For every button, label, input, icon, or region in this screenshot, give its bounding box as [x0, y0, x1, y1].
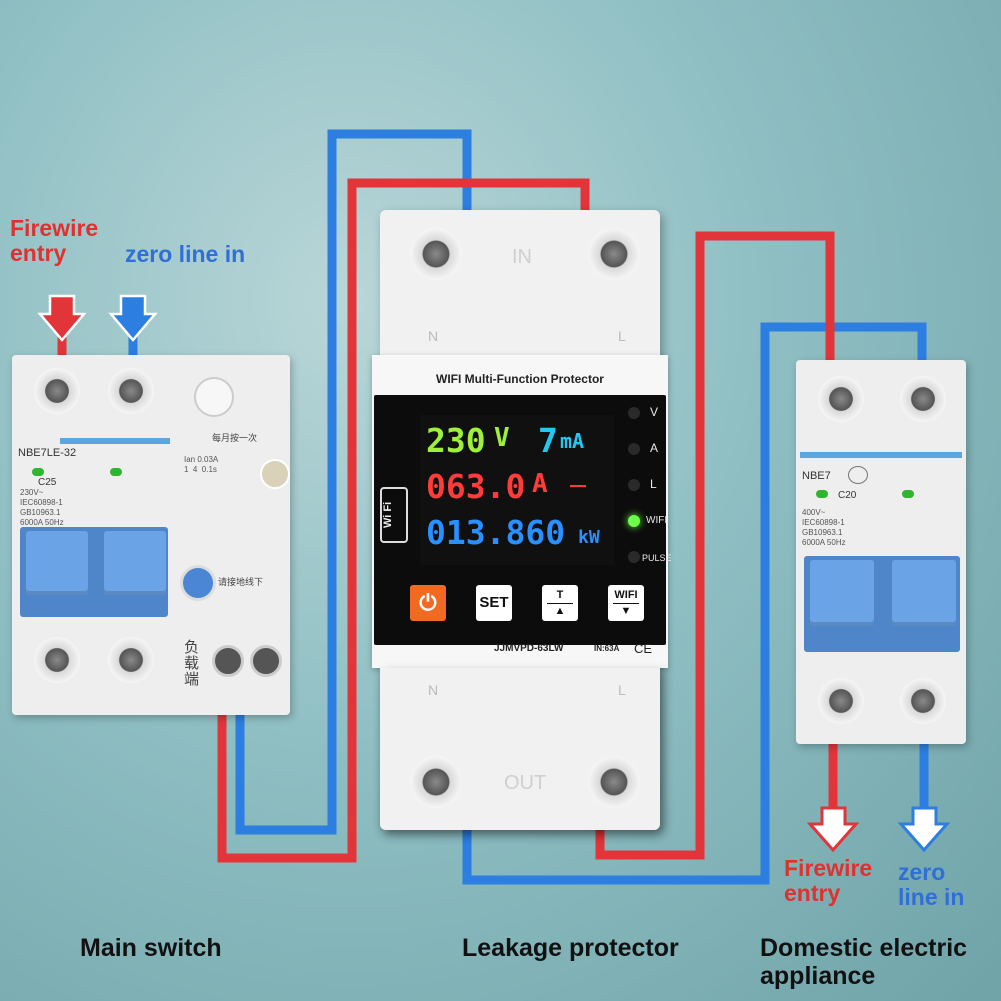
protector-front-panel: WIFI Multi-Function Protector Wi Fi 230 …	[372, 355, 672, 668]
protector-bottom: N L OUT	[380, 668, 660, 830]
n-label: N	[428, 328, 439, 344]
main-switch-breaker: NBE7LE-32 每月按一次 Ian 0.03A 1 4 0.1s C25 2…	[12, 355, 290, 715]
monthly-test-note: 每月按一次	[212, 433, 258, 443]
breaker-model: NBE7	[802, 470, 831, 482]
set-button[interactable]: SET	[476, 585, 512, 621]
red-wire-protector-out	[595, 231, 835, 860]
display-panel: Wi Fi 230 V 7 mA 063.0 A 013.860 kW V A …	[374, 395, 672, 645]
power-button[interactable]: ⏻	[410, 585, 446, 621]
wifi-down-button[interactable]: WIFI ▼	[608, 585, 644, 621]
energy-value: 013.860	[426, 513, 566, 552]
blue-stripe	[800, 452, 962, 458]
screw-terminal	[588, 756, 640, 808]
red-wire-main-to-protector-in	[217, 178, 590, 863]
test-knob[interactable]	[260, 459, 290, 489]
timer-up-button[interactable]: T ▲	[542, 585, 578, 621]
energy-unit: kW	[578, 527, 600, 548]
firewire-entry-label: Firewire entry	[10, 215, 99, 266]
red-down-arrow-icon	[37, 294, 87, 342]
breaker-lever[interactable]	[26, 531, 88, 595]
breaker-rating: C20	[838, 490, 857, 501]
screw-terminal	[588, 228, 640, 280]
switch-symbol-icon	[570, 485, 586, 487]
wifi-button-label: WIFI	[614, 589, 638, 601]
breaker-spec-text: 400V~ IEC60898-1 GB10963.1 6000A 50Hz	[802, 508, 846, 547]
current-value: 063.0	[426, 467, 526, 506]
breaker-lever[interactable]	[104, 531, 166, 595]
indicator-label: A	[650, 441, 659, 455]
leakage-value: 7	[538, 421, 558, 460]
l-label: L	[618, 682, 626, 698]
status-indicator	[902, 490, 914, 498]
indicator-pulse	[628, 551, 640, 563]
zero-line-in-label: zero line in	[898, 859, 965, 910]
indicator-a	[628, 443, 640, 455]
blue-wire-protector-out	[462, 322, 927, 885]
protector-rating: IN:63A	[594, 644, 620, 653]
status-indicator	[110, 468, 122, 476]
out-label: OUT	[504, 772, 547, 794]
breaker-rating: C25	[38, 477, 57, 488]
breaker-spec-text: 230V~ IEC60898-1 GB10963.1 6000A 50Hz	[20, 488, 64, 527]
screw-terminal	[212, 645, 244, 677]
load-side-text: 负 载 端	[184, 639, 200, 688]
indicator-v	[628, 407, 640, 419]
indicator-label: WIFI	[646, 515, 668, 526]
leakage-unit: mA	[560, 429, 585, 453]
screw-terminal	[818, 376, 864, 422]
current-unit: A	[532, 469, 548, 499]
screw-terminal	[34, 637, 80, 683]
blue-stripe	[60, 438, 170, 444]
blue-down-arrow-icon	[897, 806, 951, 853]
zero-line-in-label: zero line in	[125, 241, 246, 267]
indicator-label: L	[650, 477, 657, 491]
breaker-lever[interactable]	[810, 560, 874, 626]
voltage-unit: V	[494, 423, 510, 453]
status-indicator	[32, 468, 44, 476]
protector-model: JJMVPD-63LW	[494, 643, 564, 654]
arrow-up-icon: ▲	[547, 603, 573, 619]
screw-terminal	[818, 678, 864, 724]
cert-mark-icon	[848, 466, 868, 484]
arrow-down-icon: ▼	[613, 603, 639, 619]
main-switch-caption: Main switch	[80, 934, 222, 962]
wifi-badge: Wi Fi	[380, 487, 408, 543]
indicator-label: PULSE	[642, 553, 672, 563]
screw-terminal	[410, 756, 462, 808]
breaker-lever[interactable]	[892, 560, 956, 626]
ce-mark: CE	[634, 641, 653, 656]
indicator-label: V	[650, 405, 659, 419]
appliance-breaker: NBE7 C20 400V~ IEC60898-1 GB10963.1 6000…	[796, 360, 966, 744]
timer-button-label: T	[556, 589, 564, 601]
blue-down-arrow-icon	[108, 294, 158, 342]
screw-terminal	[34, 368, 80, 414]
test-spec-text: Ian 0.03A 1 4 0.1s	[184, 455, 219, 474]
screw-terminal	[410, 228, 462, 280]
indicator-l	[628, 479, 640, 491]
in-label: IN	[512, 246, 532, 268]
ground-text: 请接地线下	[218, 577, 264, 587]
voltage-value: 230	[426, 421, 486, 460]
blue-wire-main-to-protector-in	[235, 129, 472, 835]
firewire-entry-label: Firewire entry	[784, 855, 873, 906]
screw-terminal	[900, 376, 946, 422]
n-label: N	[428, 682, 439, 698]
status-indicator	[816, 490, 828, 498]
l-label: L	[618, 328, 626, 344]
leakage-protector-caption: Leakage protector	[462, 934, 679, 962]
screw-terminal	[108, 368, 154, 414]
indicator-wifi	[628, 515, 640, 527]
lcd-screen: 230 V 7 mA 063.0 A 013.860 kW	[420, 415, 614, 565]
red-down-arrow-icon	[806, 806, 860, 853]
protector-title: WIFI Multi-Function Protector	[436, 372, 604, 386]
ground-indicator	[180, 565, 216, 601]
screw-terminal	[250, 645, 282, 677]
screw-terminal	[108, 637, 154, 683]
screw-terminal	[900, 678, 946, 724]
domestic-appliance-caption: Domestic electric appliance	[760, 934, 968, 990]
test-button[interactable]	[194, 377, 234, 417]
breaker-model: NBE7LE-32	[18, 447, 77, 459]
